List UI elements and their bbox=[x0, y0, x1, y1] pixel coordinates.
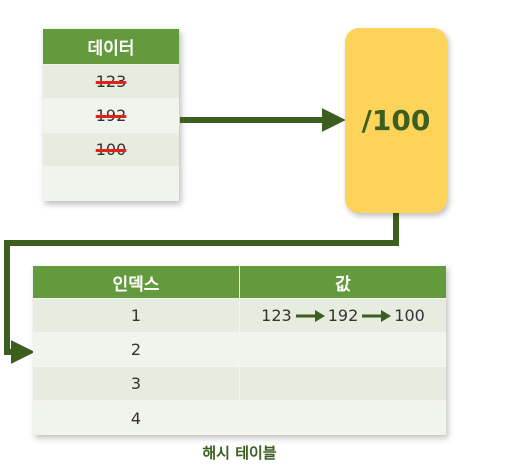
chain-value: 192 bbox=[327, 306, 359, 325]
index-cell: 3 bbox=[33, 367, 240, 400]
data-value: 100 bbox=[95, 140, 127, 159]
data-row: 123 bbox=[43, 65, 179, 99]
hash-table-caption: 해시 테이블 bbox=[202, 444, 277, 462]
data-value: 123 bbox=[95, 72, 127, 91]
hash-table: 인덱스 값 1 123 192 100 2 3 bbox=[33, 266, 446, 435]
value-column-header: 값 bbox=[335, 274, 351, 295]
value-cell bbox=[240, 401, 446, 435]
index-column-header: 인덱스 bbox=[33, 266, 240, 298]
hash-function-box: /100 bbox=[345, 28, 447, 213]
table-row: 2 bbox=[33, 333, 446, 367]
hash-table-header-row: 인덱스 값 bbox=[33, 266, 446, 299]
table-row: 3 bbox=[33, 367, 446, 401]
data-table: 데이터 123 192 100 bbox=[43, 29, 179, 201]
data-row: 192 bbox=[43, 99, 179, 133]
index-cell: 4 bbox=[33, 401, 240, 435]
value-cell bbox=[240, 333, 446, 366]
chain-value: 123 bbox=[261, 306, 292, 325]
table-row: 4 bbox=[33, 401, 446, 435]
data-row bbox=[43, 167, 179, 201]
table-row: 1 123 192 100 bbox=[33, 299, 446, 333]
value-cell: 123 192 100 bbox=[240, 299, 446, 332]
index-cell: 1 bbox=[33, 299, 240, 332]
data-table-header: 데이터 bbox=[43, 29, 179, 65]
data-value: 192 bbox=[95, 106, 127, 125]
arrow-right-icon bbox=[295, 309, 325, 322]
value-cell bbox=[240, 367, 446, 400]
data-row: 100 bbox=[43, 133, 179, 167]
value-chain: 123 192 100 bbox=[261, 306, 425, 325]
chain-value: 100 bbox=[394, 306, 425, 325]
index-cell: 2 bbox=[33, 333, 240, 366]
arrow-right-icon bbox=[362, 309, 392, 322]
hash-function-label: /100 bbox=[361, 104, 431, 137]
